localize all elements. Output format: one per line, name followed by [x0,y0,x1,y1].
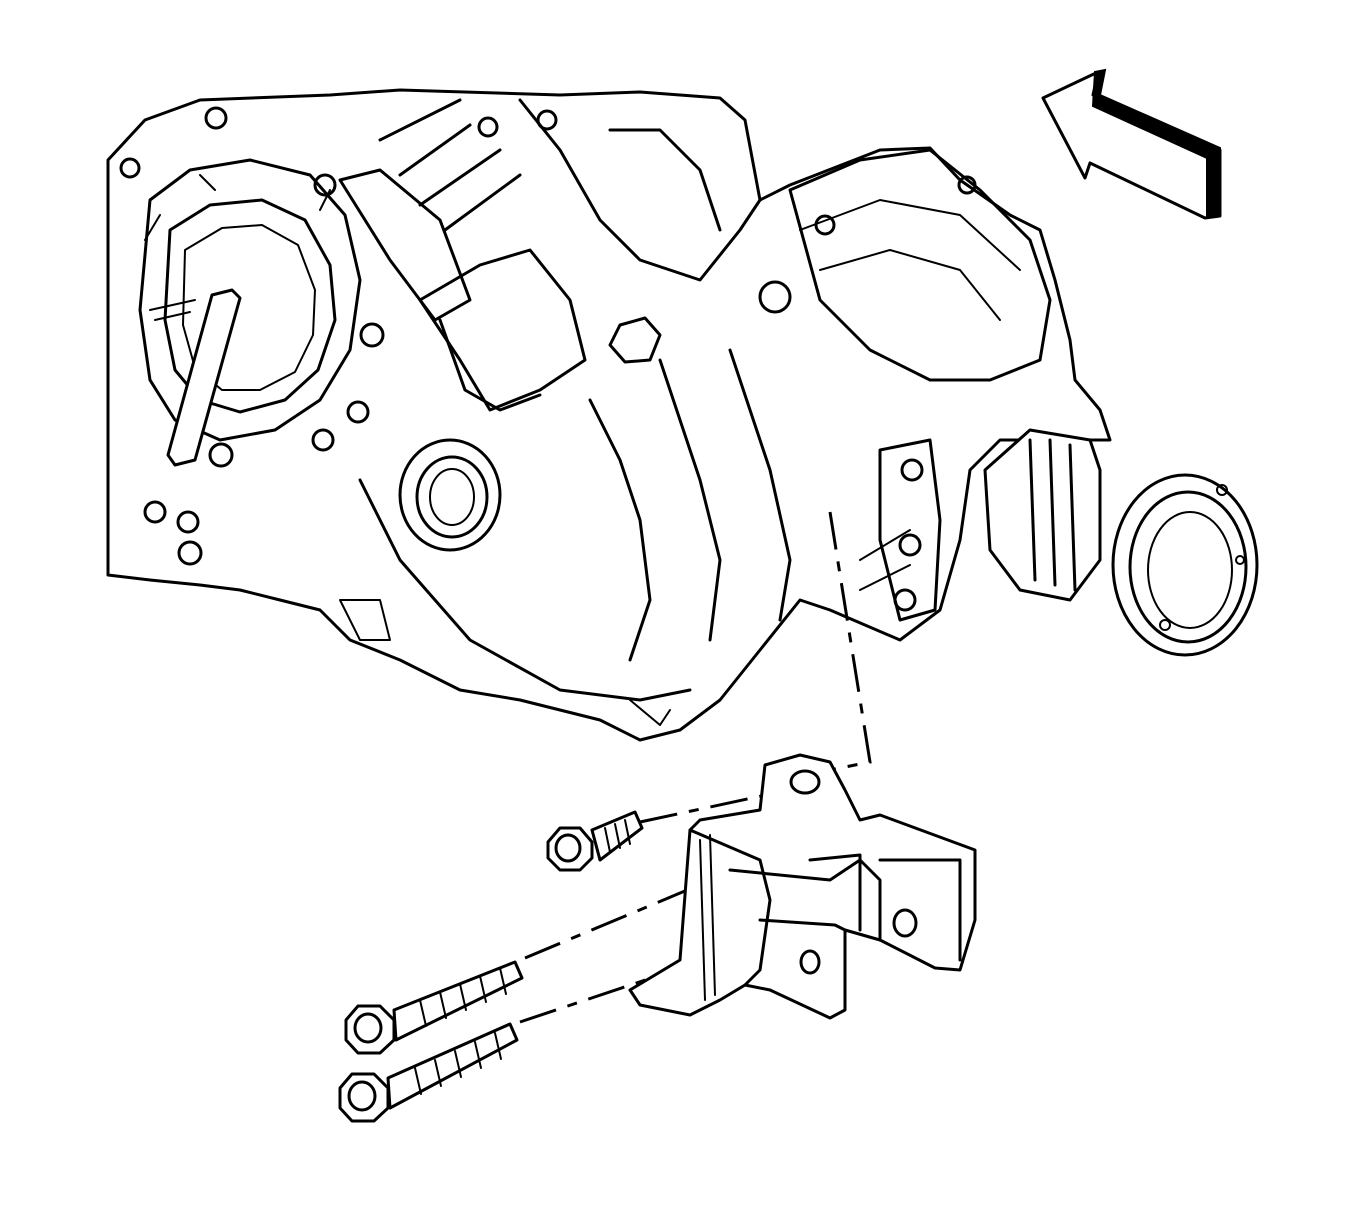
long-bolt-lower [338,1022,519,1123]
direction-arrow-icon [1041,68,1222,220]
output-flange [983,428,1259,657]
transmission-assembly [106,88,1259,742]
short-bolt [546,810,644,872]
long-bolt-upper [344,960,524,1055]
mount-bracket [628,753,977,1020]
case-port [398,438,502,552]
case-bolts [119,106,977,566]
